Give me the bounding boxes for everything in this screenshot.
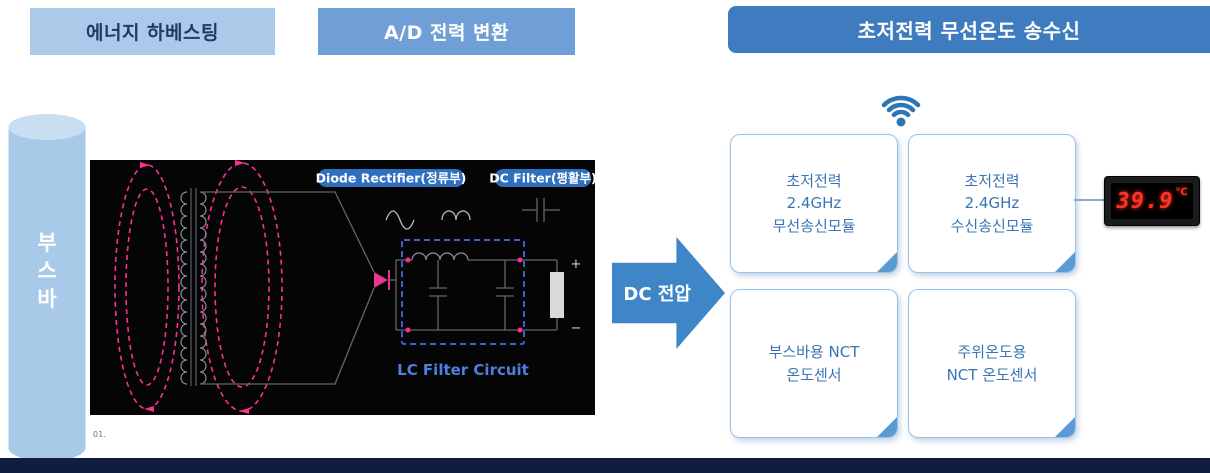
header-ad-power-conversion: A/D 전력 변환 — [318, 8, 575, 55]
circuit-panel: + − Diode Rectifier(정류부) DC Filter(평활부) … — [90, 160, 595, 415]
coil-winding-right — [199, 191, 207, 385]
module-busbar-nct-sensor: 부스바용 NCT 온도센서 — [730, 289, 898, 438]
temperature-unit: ℃ — [1175, 187, 1188, 198]
filter-capacitor-2 — [496, 260, 514, 330]
module-ambient-nct-sensor-label: 주위온도용 NCT 온도센서 — [946, 343, 1038, 384]
junction-dot — [405, 257, 411, 263]
flux-arrowhead — [235, 160, 245, 166]
meter-connector-line — [1074, 199, 1104, 201]
load-resistor — [550, 272, 564, 318]
ac-waveform-icon — [385, 210, 415, 230]
busbar-char-1: 부 — [37, 231, 56, 255]
header-wireless-temperature-label: 초저전력 무선온도 송수신 — [857, 19, 1081, 43]
dc-voltage-label: DC 전압 — [623, 284, 691, 305]
flux-ellipse-inner-right — [214, 186, 270, 388]
module-wireless-rx: 초저전력 2.4GHz 수신송신모듈 — [908, 134, 1076, 273]
junction-dot — [517, 327, 523, 333]
module-ambient-nct-sensor: 주위온도용 NCT 온도센서 — [908, 289, 1076, 438]
footer-bar — [0, 458, 1210, 473]
flux-ellipse-inner-left — [125, 188, 169, 386]
module-wireless-rx-label: 초저전력 2.4GHz 수신송신모듈 — [950, 171, 1034, 235]
flux-ellipse-outer-left — [114, 164, 180, 410]
diode-icon — [374, 272, 388, 288]
temperature-display-screen: 39.9 ℃ — [1111, 183, 1193, 219]
lc-filter-caption: LC Filter Circuit — [397, 361, 529, 379]
cylinder-top — [8, 114, 86, 140]
header-energy-harvesting: 에너지 하베스팅 — [30, 8, 275, 55]
filter-inductor — [411, 252, 469, 261]
junction-dot — [405, 327, 411, 333]
junction-dot — [517, 257, 523, 263]
temperature-display: 39.9 ℃ — [1104, 176, 1200, 226]
rectifier-label: Diode Rectifier(정류부) — [316, 171, 467, 186]
header-energy-harvesting-label: 에너지 하베스팅 — [86, 22, 219, 44]
header-wireless-temperature: 초저전력 무선온도 송수신 — [728, 6, 1210, 53]
ac-wire-bottom — [200, 287, 375, 385]
dc-voltage-arrow: DC 전압 — [612, 237, 725, 349]
flux-arrowhead — [239, 408, 249, 414]
lc-filter-box — [401, 239, 525, 345]
flux-arrowhead — [144, 406, 154, 412]
module-wireless-tx-label: 초저전력 2.4GHz 무선송신모듈 — [772, 171, 856, 235]
load-minus-sign: − — [571, 321, 582, 336]
filter-label: DC Filter(평활부) — [489, 171, 595, 186]
busbar-char-2: 스 — [37, 259, 56, 283]
rectified-waveform-icon — [441, 210, 471, 221]
ac-wire-top — [200, 191, 375, 273]
header-ad-power-conversion-label: A/D 전력 변환 — [383, 22, 510, 44]
figure-number: 01. — [93, 430, 106, 439]
busbar-cylinder: 부 스 바 — [8, 114, 86, 461]
temperature-value: 39.9 — [1116, 188, 1174, 214]
module-wireless-tx: 초저전력 2.4GHz 무선송신모듈 — [730, 134, 898, 273]
filter-label-pill — [495, 169, 591, 187]
filter-capacitor-1 — [429, 260, 447, 330]
smoothing-capacitor-icon — [522, 198, 560, 222]
coil-winding-left — [180, 191, 188, 385]
flux-arrowhead — [140, 162, 150, 168]
load-plus-sign: + — [571, 257, 582, 272]
busbar-char-3: 바 — [37, 287, 57, 311]
cylinder-body — [8, 127, 86, 448]
module-busbar-nct-sensor-label: 부스바용 NCT 온도센서 — [768, 343, 860, 384]
wifi-icon — [881, 95, 921, 127]
rectifier-label-pill — [318, 169, 464, 187]
